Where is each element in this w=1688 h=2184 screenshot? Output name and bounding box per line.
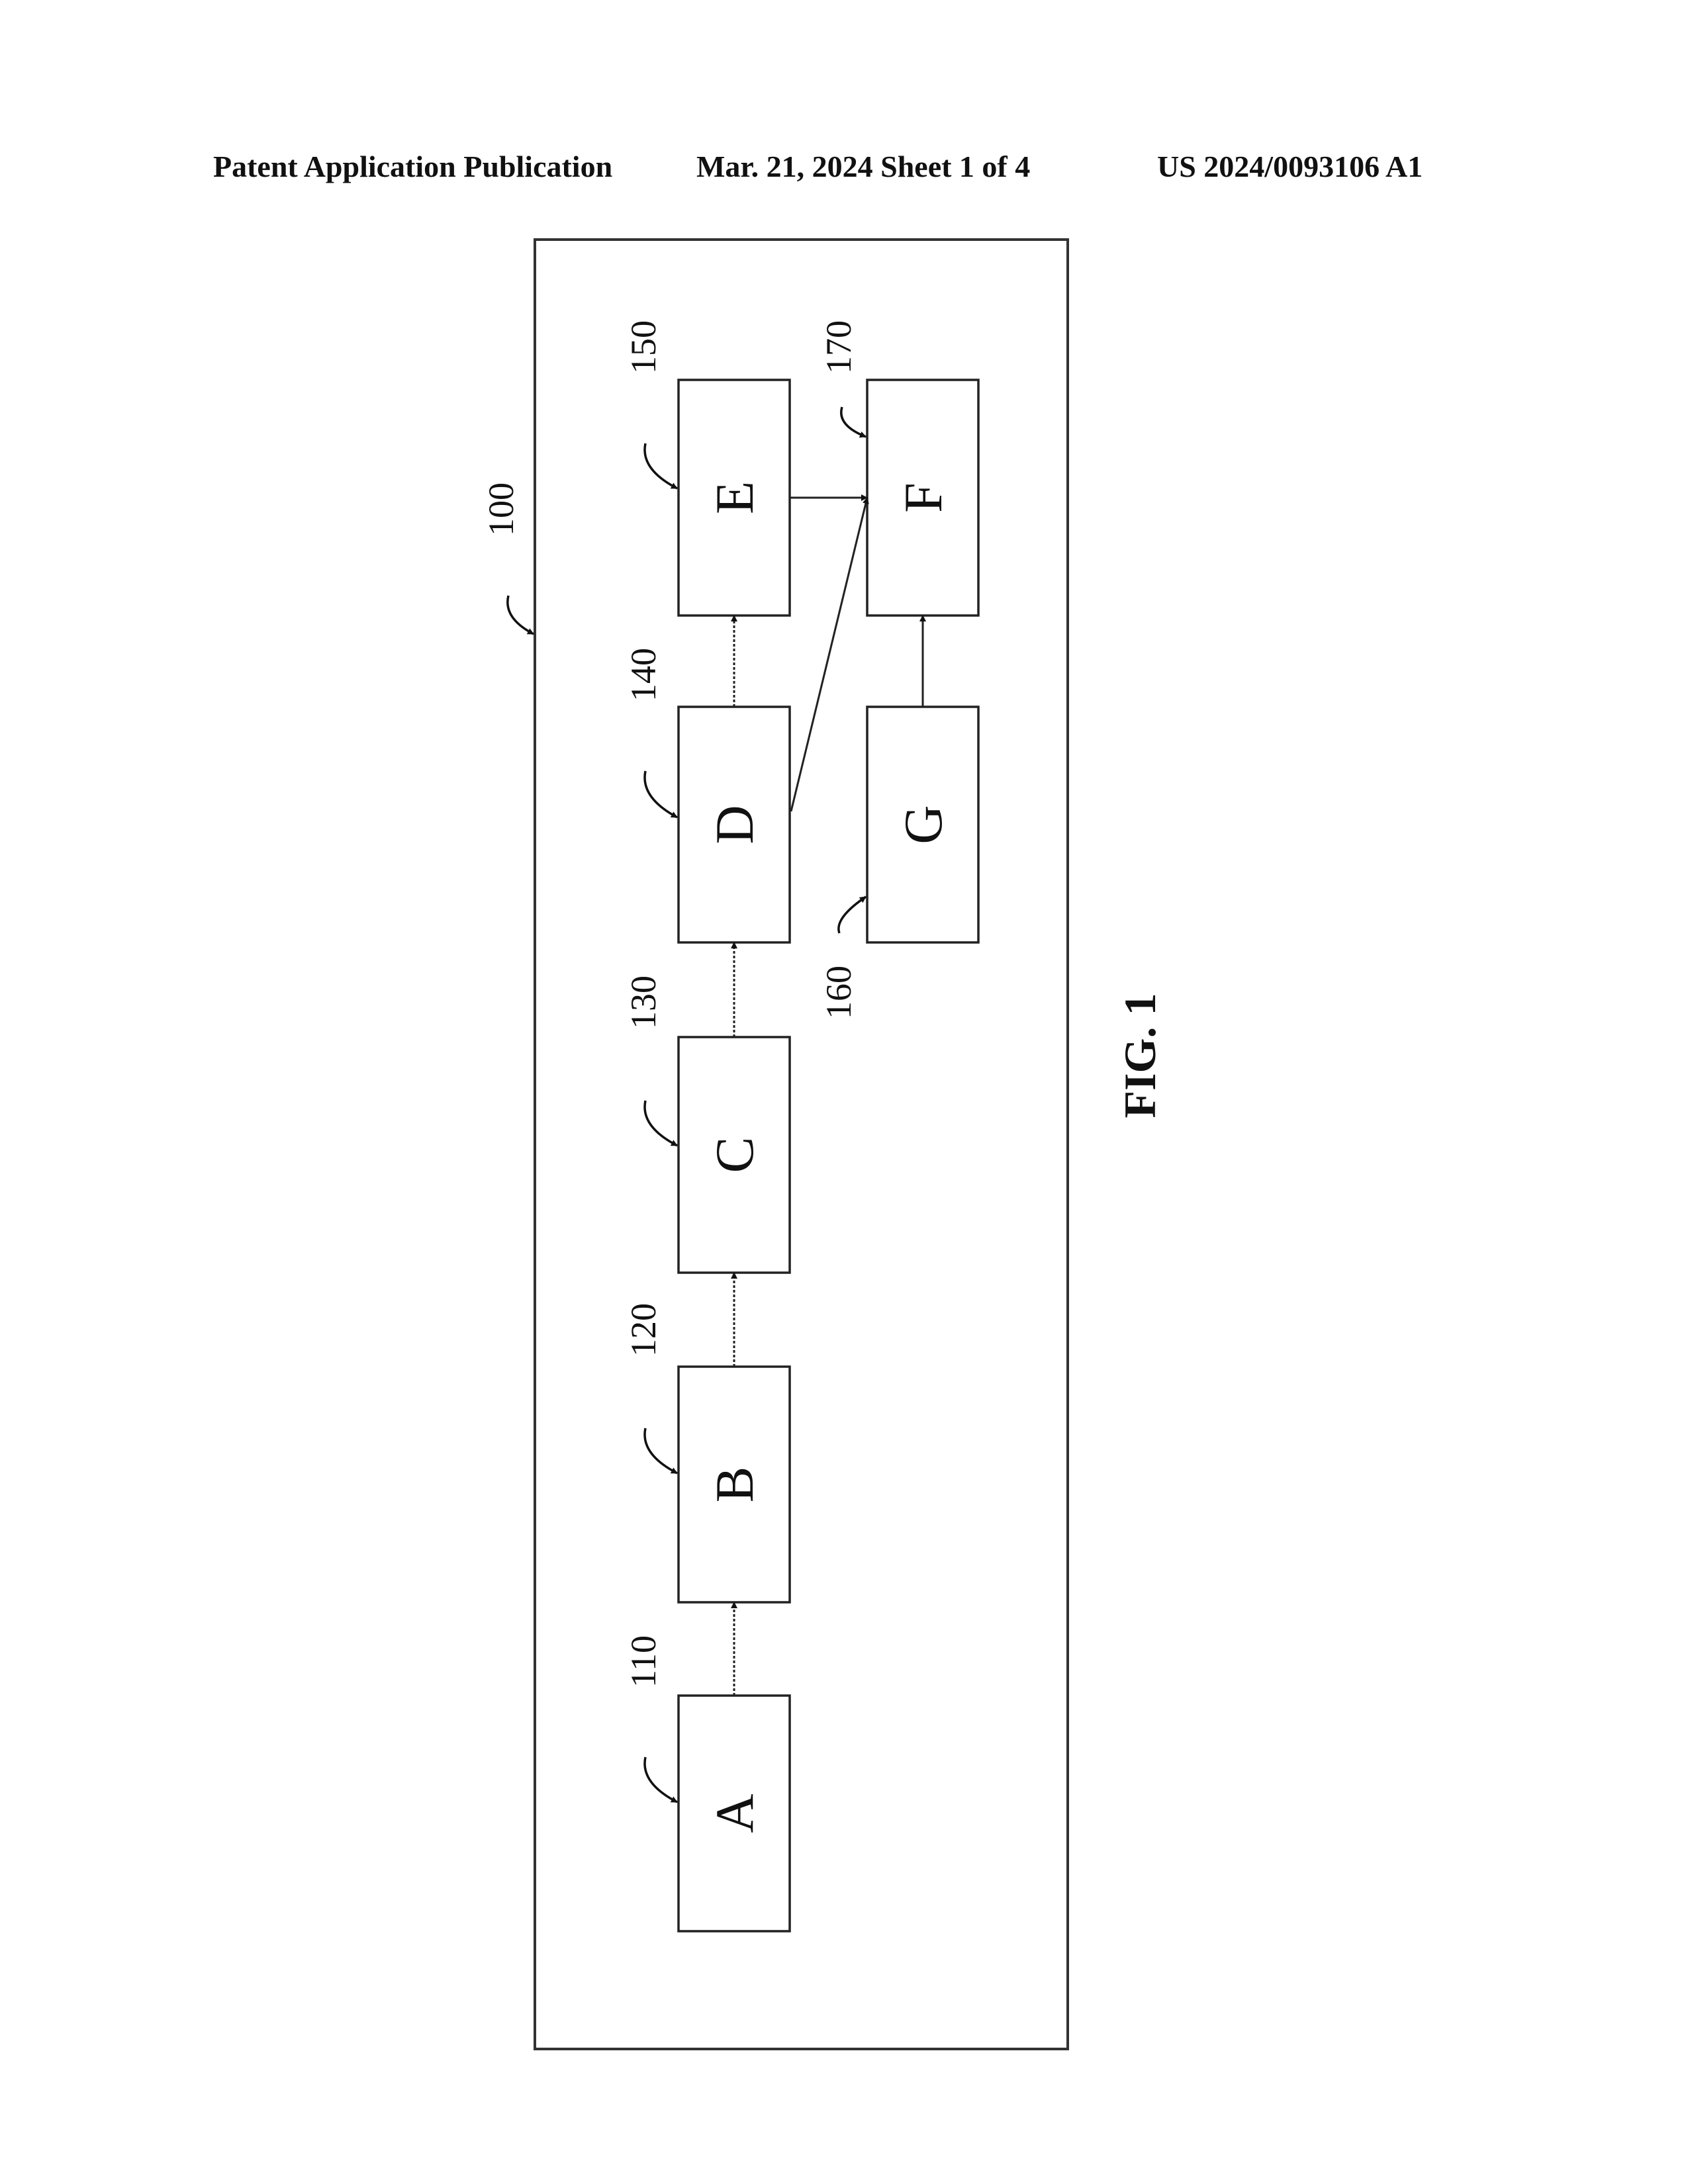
ref-110-number: 110 [624,1635,663,1688]
block-a-label: A [704,1794,765,1833]
ref-130-leader [645,1101,677,1146]
ref-100-leader [508,596,534,634]
ref-140-number: 140 [624,648,663,702]
block-f-label: F [893,482,953,513]
ref-130-number: 130 [624,976,663,1029]
ref-120-number: 120 [624,1303,663,1357]
system-frame [535,240,1068,2049]
ref-110-leader [645,1757,677,1802]
block-e-label: E [704,481,765,514]
ref-100-number: 100 [481,482,521,536]
block-c-label: C [704,1137,765,1173]
ref-170-leader [841,407,866,437]
ref-150-leader [645,443,677,488]
arrow-d-to-f [791,498,867,811]
ref-150-number: 150 [624,320,663,374]
ref-160-number: 160 [819,966,859,1019]
figure-label: FIG. 1 [1115,993,1165,1118]
block-g-label: G [893,805,953,844]
ref-140-leader [645,771,677,817]
block-b-label: B [704,1467,765,1503]
ref-120-leader [645,1428,677,1473]
ref-160-leader [839,897,866,933]
ref-170-number: 170 [819,320,859,374]
block-d-label: D [704,805,765,844]
